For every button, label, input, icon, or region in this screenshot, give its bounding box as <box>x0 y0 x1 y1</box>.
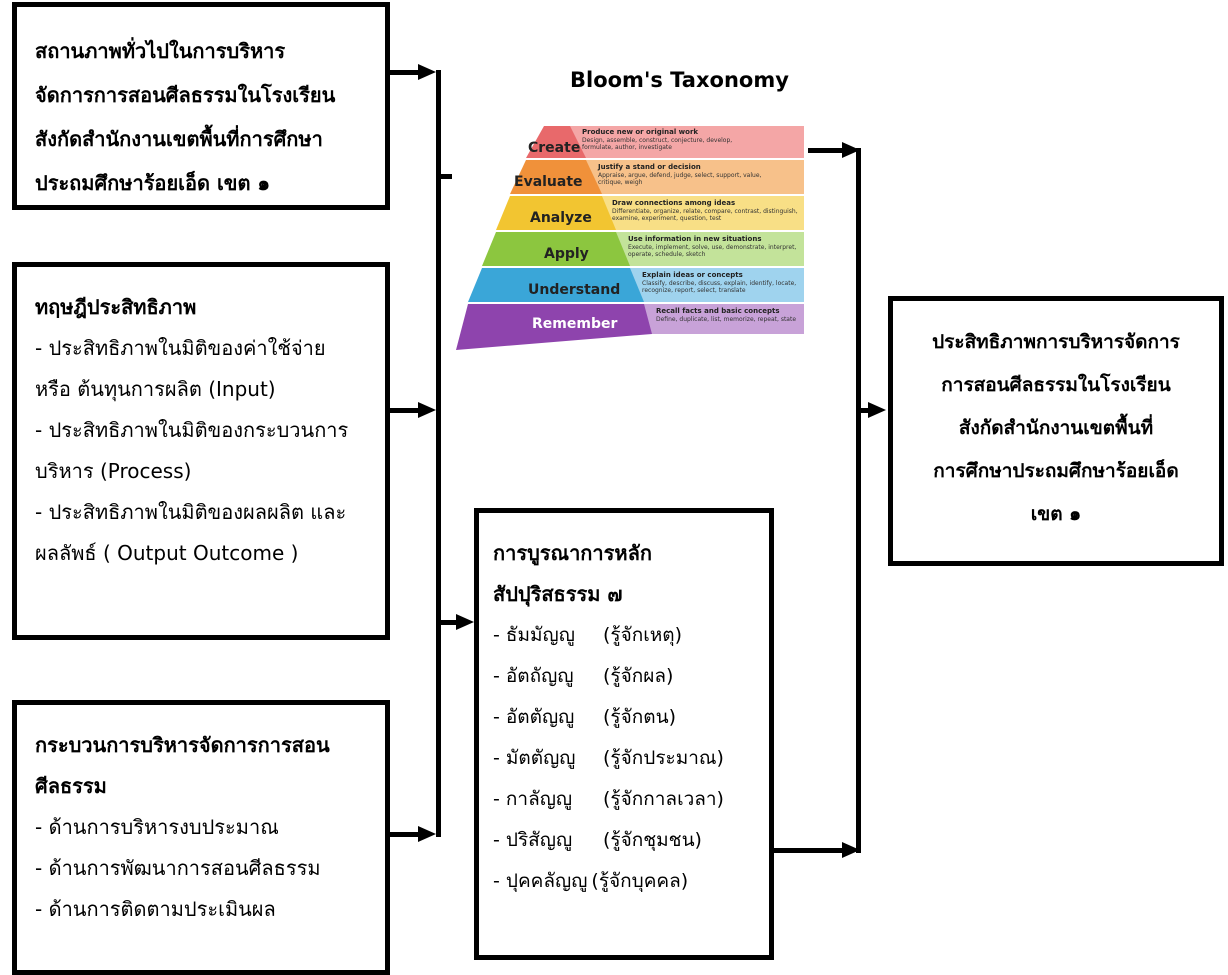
level-understand <box>468 268 644 302</box>
status-line: จัดการการสอนศีลธรรมในโรงเรียน <box>35 83 336 107</box>
item-name: - อัตตัญญู <box>493 706 575 728</box>
outcome-line: การศึกษาประถมศึกษาร้อยเอ็ด <box>933 460 1179 482</box>
item-name: - กาลัญญู <box>493 788 573 810</box>
level-label: Evaluate <box>514 174 583 190</box>
list-item: - ปุคคลัญญู(รู้จักบุคคล) <box>493 861 755 902</box>
outcome-line: การสอนศีลธรรมในโรงเรียน <box>941 374 1171 396</box>
level-label: Remember <box>532 316 618 332</box>
arrow-icon <box>418 64 436 80</box>
connector-line <box>774 848 846 853</box>
arrow-icon <box>418 826 436 842</box>
process-title: กระบวนการบริหารจัดการการสอน <box>35 733 330 757</box>
item-meaning: (รู้จักชุมชน) <box>603 829 702 851</box>
band-description: Appraise, argue, defend, judge, select, … <box>598 172 762 186</box>
item-meaning: (รู้จักตน) <box>603 706 676 728</box>
list-item: - กาลัญญู (รู้จักกาลเวลา) <box>493 779 755 820</box>
efficiency-line: บริหาร (Process) <box>35 459 192 483</box>
item-name: - มัตตัญญู <box>493 747 576 769</box>
arrow-icon <box>418 402 436 418</box>
list-item: - อัตถัญญู (รู้จักผล) <box>493 656 755 697</box>
band-description: Define, duplicate, list, memorize, repea… <box>656 316 797 323</box>
status-box: สถานภาพทั่วไปในการบริหาร จัดการการสอนศีล… <box>12 2 390 210</box>
outcome-line: สังกัดสำนักงานเขตพื้นที่ <box>958 417 1154 439</box>
bloom-pyramid <box>456 126 804 350</box>
connector-line <box>808 148 846 153</box>
efficiency-line: หรือ ต้นทุนการผลิต (Input) <box>35 377 276 401</box>
band-description: Execute, implement, solve, use, demonstr… <box>628 244 797 258</box>
status-line: ประถมศึกษาร้อยเอ็ด เขต ๑ <box>35 171 271 195</box>
efficiency-line: ผลลัพธ์ ( Output Outcome ) <box>35 541 299 565</box>
arrow-icon <box>868 402 886 418</box>
efficiency-title: ทฤษฎีประสิทธิภาพ <box>35 295 197 319</box>
outcome-box: ประสิทธิภาพการบริหารจัดการ การสอนศีลธรรม… <box>888 296 1224 566</box>
band-description: Classify, describe, discuss, explain, id… <box>642 280 797 294</box>
integration-box: การบูรณาการหลัก สัปปุริสธรรม ๗ - ธัมมัญญ… <box>474 508 774 960</box>
band-heading: Use information in new situations <box>628 235 762 243</box>
process-title: ศีลธรรม <box>35 774 107 798</box>
connector-line <box>390 70 418 75</box>
item-meaning: (รู้จักบุคคล) <box>591 870 689 892</box>
arrow-icon <box>456 614 474 630</box>
item-meaning: (รู้จักเหตุ) <box>603 624 683 646</box>
list-item: - ธัมมัญญู (รู้จักเหตุ) <box>493 615 755 656</box>
level-apply <box>482 232 630 266</box>
process-line: - ด้านการพัฒนาการสอนศีลธรรม <box>35 856 321 880</box>
item-meaning: (รู้จักผล) <box>603 665 674 687</box>
connector-line <box>390 408 418 413</box>
item-name: - อัตถัญญู <box>493 665 574 687</box>
bloom-taxonomy-image: Bloom's Taxonomy Create Evaluate Analyze… <box>452 60 808 360</box>
item-name: - ปุคคลัญญู <box>493 870 588 892</box>
integration-title: การบูรณาการหลัก <box>493 541 652 565</box>
band-description: Design, assemble, construct, conjecture,… <box>582 137 733 151</box>
item-name: - ปริสัญญู <box>493 829 573 851</box>
band-heading: Justify a stand or decision <box>598 163 701 171</box>
list-item: - อัตตัญญู (รู้จักตน) <box>493 697 755 738</box>
efficiency-line: - ประสิทธิภาพในมิติของค่าใช้จ่าย <box>35 336 326 360</box>
process-line: - ด้านการบริหารงบประมาณ <box>35 815 279 839</box>
connector-line <box>436 620 456 625</box>
efficiency-theory-box: ทฤษฎีประสิทธิภาพ - ประสิทธิภาพในมิติของค… <box>12 262 390 640</box>
status-line: สังกัดสำนักงานเขตพื้นที่การศึกษา <box>35 127 323 151</box>
level-label: Apply <box>544 246 589 262</box>
outcome-line: ประสิทธิภาพการบริหารจัดการ <box>932 331 1180 353</box>
bloom-title: Bloom's Taxonomy <box>570 68 789 92</box>
level-label: Understand <box>528 282 621 298</box>
band-heading: Produce new or original work <box>582 128 699 136</box>
efficiency-line: - ประสิทธิภาพในมิติของผลผลิต และ <box>35 500 347 524</box>
band-heading: Explain ideas or concepts <box>642 271 743 279</box>
trunk-line <box>436 70 441 837</box>
trunk-line <box>856 148 861 853</box>
status-line: สถานภาพทั่วไปในการบริหาร <box>35 39 286 63</box>
process-line: - ด้านการติดตามประเมินผล <box>35 897 276 921</box>
level-analyze <box>496 196 616 230</box>
item-name: - ธัมมัญญู <box>493 624 575 646</box>
level-create <box>526 126 586 158</box>
level-remember <box>456 304 652 350</box>
management-process-box: กระบวนการบริหารจัดการการสอน ศีลธรรม - ด้… <box>12 700 390 975</box>
arrow-icon <box>842 842 860 858</box>
outcome-line: เขต ๑ <box>1030 503 1082 525</box>
band-description: Differentiate, organize, relate, compare… <box>612 208 798 222</box>
list-item: - ปริสัญญู (รู้จักชุมชน) <box>493 820 755 861</box>
connector-line <box>856 408 870 413</box>
list-item: - มัตตัญญู (รู้จักประมาณ) <box>493 738 755 779</box>
level-label: Create <box>528 140 581 156</box>
band-create <box>570 126 804 158</box>
band-heading: Recall facts and basic concepts <box>656 307 780 315</box>
item-meaning: (รู้จักกาลเวลา) <box>603 788 724 810</box>
band-heading: Draw connections among ideas <box>612 199 736 207</box>
arrow-icon <box>842 142 860 158</box>
level-label: Analyze <box>530 210 592 226</box>
integration-title: สัปปุริสธรรม ๗ <box>493 582 623 606</box>
efficiency-line: - ประสิทธิภาพในมิติของกระบวนการ <box>35 418 349 442</box>
item-meaning: (รู้จักประมาณ) <box>603 747 724 769</box>
connector-line <box>390 832 418 837</box>
level-evaluate <box>510 160 602 194</box>
